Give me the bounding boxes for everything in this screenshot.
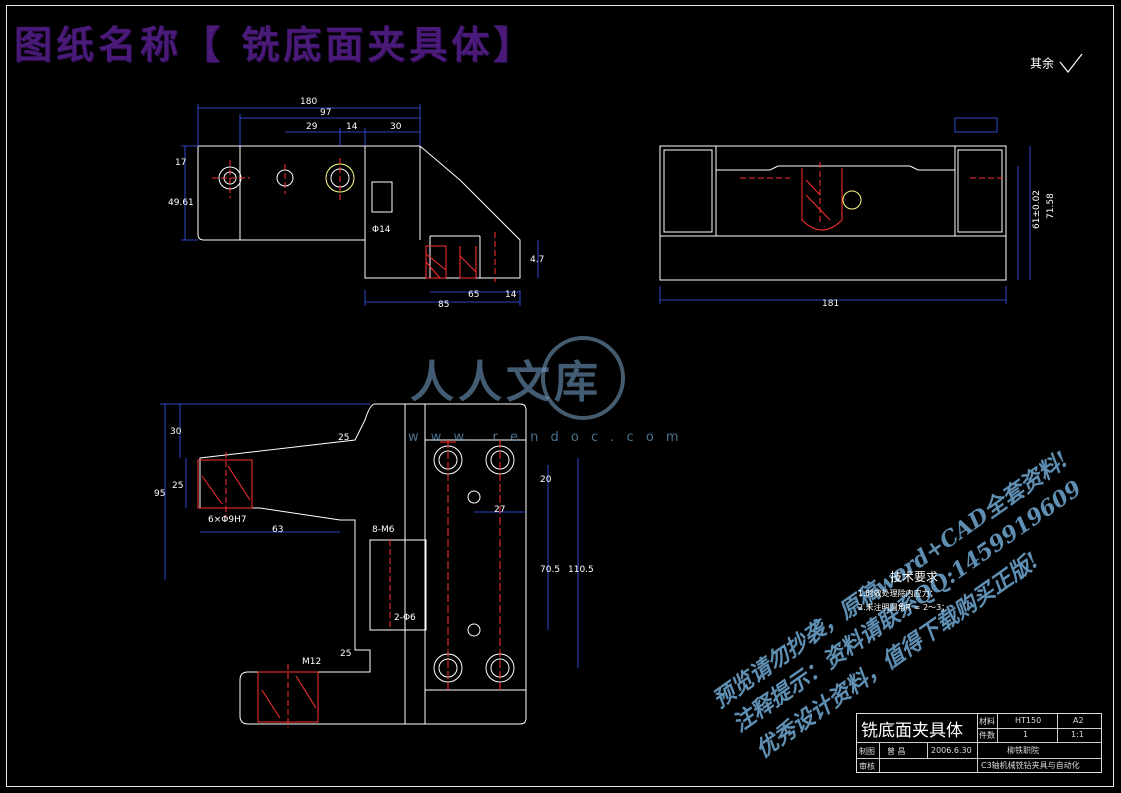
project-name: C3轴机械铣钻夹具与自动化 <box>981 761 1080 770</box>
plan-view-dim-labels: 30 25 95 25 6×Φ9H7 63 20 27 70.5 110.5 2… <box>154 427 594 667</box>
side-view <box>659 145 1007 281</box>
dim-label: 27 <box>494 505 505 515</box>
dim-label: 61±0.02 <box>1032 190 1042 229</box>
dim-label: 14 <box>346 122 358 132</box>
drawing-border <box>6 5 1114 787</box>
quantity-value: 1 <box>1023 730 1029 739</box>
technical-requirements-title: 技术要求 <box>890 570 939 584</box>
sheet-size: A2 <box>1073 716 1084 725</box>
dim-label: 25 <box>172 481 183 491</box>
title-block-name: 铣底面夹具体 <box>861 721 963 741</box>
drawing-name-banner: 图纸名称【 铣底面夹具体】 <box>14 22 536 67</box>
dim-label: 17 <box>175 158 186 168</box>
drawn-by-label: 制图 <box>859 747 875 756</box>
dim-label: 49.61 <box>168 198 194 208</box>
dim-label: 2-Φ6 <box>394 613 416 623</box>
dim-label: 8-M6 <box>372 525 395 535</box>
dim-label: 95 <box>154 489 165 499</box>
dim-label: 63 <box>272 525 283 535</box>
plan-view-section <box>197 440 501 728</box>
plan-view-dimensions <box>160 403 579 668</box>
front-view-dimensions <box>181 104 539 306</box>
side-view-bore <box>842 190 862 210</box>
dim-label: 70.5 <box>540 565 560 575</box>
material-label: 材料 <box>979 717 995 726</box>
side-view-dim-labels: 181 61±0.02 71.58 <box>822 190 1056 309</box>
watermark-logo-icon <box>541 336 625 420</box>
dim-label: M12 <box>302 657 321 667</box>
dim-label: 71.58 <box>1046 193 1056 219</box>
material-value: HT150 <box>1015 716 1042 725</box>
dim-label: 14 <box>505 290 517 300</box>
dim-label: 25 <box>338 433 349 443</box>
front-view-section <box>212 158 496 282</box>
watermark-url: w w w . r e n d o c . c o m <box>408 430 683 445</box>
watermark-logo-text: 人人文库 <box>410 357 602 408</box>
roughness-label: 其余 <box>1030 56 1055 71</box>
dim-label: 30 <box>170 427 182 437</box>
technical-requirement-item: 2.未注明圆角R = 2～3； <box>858 603 950 612</box>
dim-label: 97 <box>320 108 331 118</box>
dim-label: 180 <box>300 97 317 107</box>
school-name: 柳铁职院 <box>1007 746 1039 755</box>
drawn-by-name: 曾 昌 <box>887 747 906 756</box>
drawn-date: 2006.6.30 <box>931 746 972 755</box>
dim-label: 4.7 <box>530 255 544 265</box>
dim-label: 6×Φ9H7 <box>208 515 247 525</box>
side-view-dimensions <box>659 117 1031 304</box>
roughness-check-icon <box>1059 53 1083 73</box>
technical-requirement-item: 1.时效处理除内应力； <box>858 589 938 598</box>
dim-label: Φ14 <box>372 225 391 235</box>
dim-label: 65 <box>468 290 479 300</box>
dim-label: 30 <box>390 122 402 132</box>
dim-label: 110.5 <box>568 565 594 575</box>
dim-label: 181 <box>822 299 839 309</box>
dim-label: 25 <box>340 649 351 659</box>
dim-label: 20 <box>540 475 552 485</box>
dim-label: 29 <box>306 122 318 132</box>
surface-roughness-note: 其余 <box>1030 53 1084 74</box>
check-label: 审核 <box>859 762 875 771</box>
title-block: 铣底面夹具体 材料 HT150 A2 件数 1 1:1 制图 曾 昌 2006.… <box>856 713 1102 773</box>
quantity-label: 件数 <box>979 731 995 740</box>
front-view-dim-labels: 180 97 29 14 30 17 49.61 85 65 14 4.7 Φ1… <box>168 97 544 310</box>
scale-value: 1:1 <box>1071 730 1084 739</box>
side-view-section <box>740 162 1004 231</box>
dim-label: 85 <box>438 300 449 310</box>
